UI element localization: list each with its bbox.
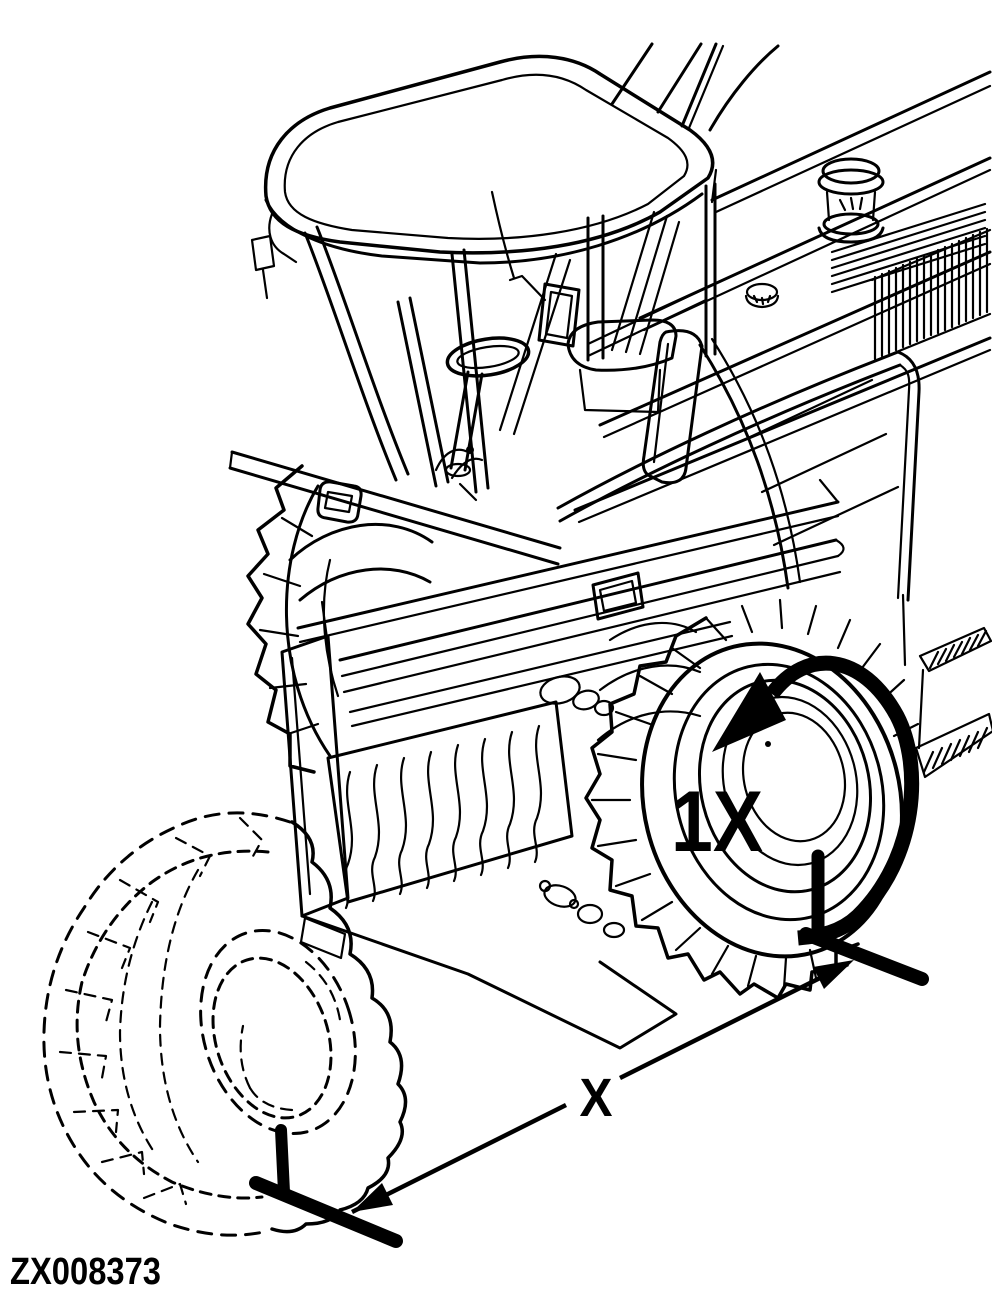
rotation-count-label: 1X [671,774,763,870]
rear-wheel [584,598,920,1000]
operator-seat [566,318,704,485]
front-left-wheel [246,464,434,774]
distance-arrow-icon [350,960,854,1215]
rear-steps [914,626,992,779]
figure-id-code: ZX008373 [10,1251,161,1293]
fuel-cap [744,282,780,309]
engine-louvers [830,202,987,294]
distance-label: X [580,1068,613,1128]
platform [228,450,645,621]
spout-lines [610,42,992,214]
steering-wheel [434,336,531,502]
engine-deck [573,156,992,667]
air-cleaner-cap [817,157,885,244]
corner-datum-mark-left [249,1124,403,1248]
distance-annotation: X [249,849,929,1248]
removed-wheel-dashed [42,811,408,1237]
feeder-house [280,478,845,1050]
mirror [508,274,581,348]
rotation-arrow-icon [712,655,920,946]
handrail [556,350,921,602]
cab-roof [250,54,715,300]
corner-datum-mark-right [799,849,929,986]
